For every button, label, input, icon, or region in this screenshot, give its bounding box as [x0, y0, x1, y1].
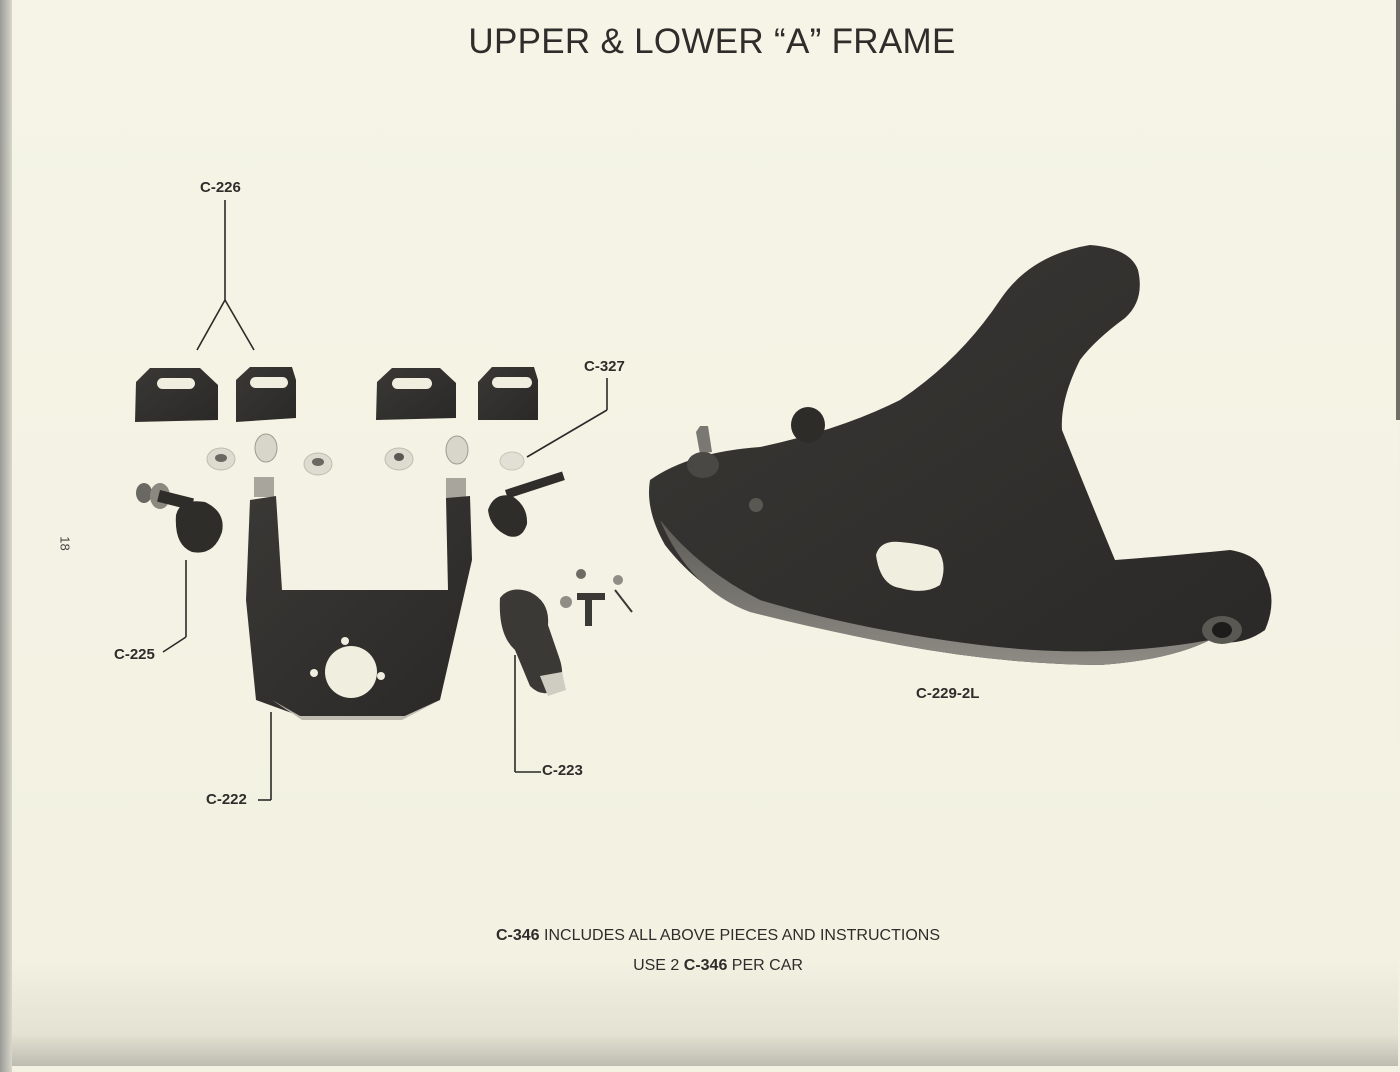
cam-bolt-right	[488, 471, 565, 537]
callout-c225: C-225	[114, 646, 155, 663]
callout-c327: C-327	[584, 358, 625, 375]
lower-a-frame	[649, 245, 1272, 665]
footer-line-1: C-346 INCLUDES ALL ABOVE PIECES AND INST…	[0, 927, 1400, 945]
callout-c223: C-223	[542, 762, 583, 779]
scan-edge-left	[0, 0, 12, 1072]
scan-edge-right	[1396, 0, 1400, 420]
ball-joint	[499, 569, 633, 696]
upper-a-frame	[246, 433, 472, 720]
bushing-washers	[206, 447, 525, 476]
usage-prefix: USE 2	[633, 957, 684, 974]
footer-line-2: USE 2 C-346 PER CAR	[0, 957, 1400, 975]
callout-c222: C-222	[206, 791, 247, 808]
callout-c229-2l: C-229-2L	[916, 685, 980, 702]
usage-suffix: PER CAR	[727, 957, 803, 974]
kit-description: INCLUDES ALL ABOVE PIECES AND INSTRUCTIO…	[539, 927, 940, 944]
kit-part-number-2: C-346	[683, 957, 728, 974]
leader-lines	[162, 200, 608, 801]
page-title: UPPER & LOWER “A” FRAME	[468, 22, 956, 61]
shim-plates	[135, 367, 538, 422]
callout-c226: C-226	[200, 179, 241, 196]
cam-bolt	[136, 483, 223, 553]
kit-part-number: C-346	[496, 927, 540, 944]
